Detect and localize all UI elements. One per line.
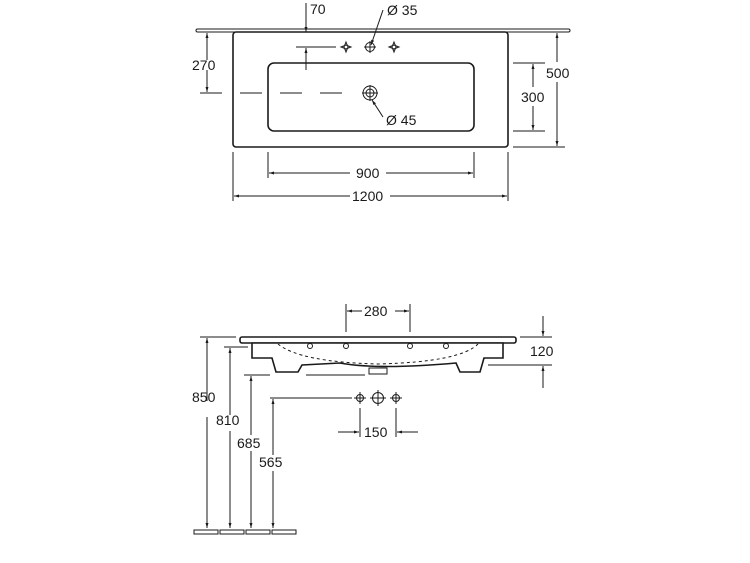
drain-icon bbox=[362, 85, 378, 101]
top-view: 70 Ø 35 Ø 45 270 300 500 900 1200 bbox=[192, 1, 571, 204]
dim-tap-offset: 70 bbox=[310, 1, 326, 17]
dim-drain-hole: Ø 45 bbox=[386, 112, 417, 128]
dim-bowl-depth: 300 bbox=[521, 89, 545, 105]
dim-tap-to-wall: 270 bbox=[192, 57, 216, 73]
basin-body bbox=[251, 342, 504, 373]
dim-supply-spacing: 150 bbox=[364, 424, 388, 440]
dim-basin-height: 120 bbox=[530, 343, 554, 359]
dim-underside-height: 810 bbox=[216, 412, 240, 428]
dim-bracket-spacing: 280 bbox=[364, 303, 388, 319]
dim-waste-height: 685 bbox=[237, 435, 261, 451]
front-view: 280 120 850 810 685 565 bbox=[192, 303, 554, 535]
tap-holes bbox=[339, 40, 401, 54]
dim-overall-depth: 500 bbox=[546, 65, 570, 81]
dim-bowl-width: 900 bbox=[356, 165, 380, 181]
overflow-holes bbox=[307, 343, 449, 349]
supply-holes bbox=[354, 390, 402, 406]
dim-top-height: 850 bbox=[192, 389, 216, 405]
floor-line bbox=[193, 529, 297, 535]
dim-overall-width: 1200 bbox=[352, 188, 383, 204]
dim-supply-height: 565 bbox=[259, 454, 283, 470]
dim-tap-hole: Ø 35 bbox=[387, 2, 418, 18]
basin-top-slab bbox=[239, 336, 517, 344]
